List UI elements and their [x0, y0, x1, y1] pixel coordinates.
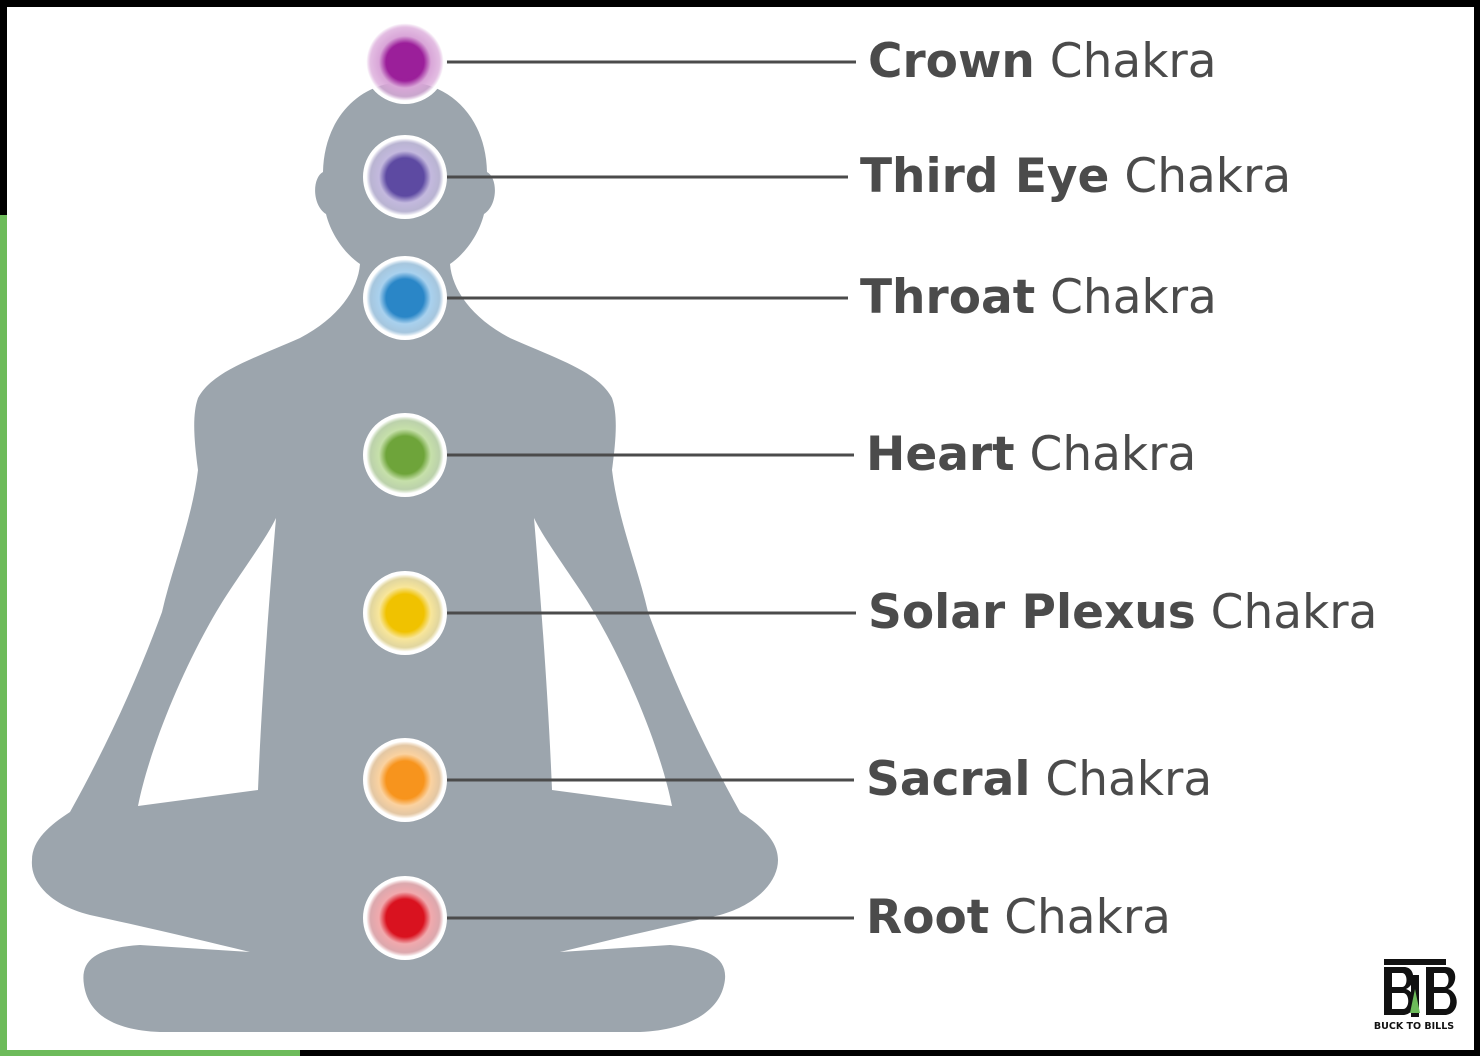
chakra-name: Throat [860, 270, 1036, 325]
chakra-core [388, 45, 422, 79]
green-edge-accent [0, 215, 7, 1056]
chakra-suffix: Chakra [1035, 270, 1217, 325]
right-arm-gap [534, 518, 672, 806]
chakra-name: Crown [868, 34, 1035, 89]
chakra-suffix: Chakra [989, 890, 1171, 945]
chakra-core [388, 901, 422, 935]
left-arm-gap [138, 518, 276, 806]
chakra-core [388, 596, 422, 630]
chakra-suffix: Chakra [1109, 149, 1292, 204]
chakra-core [388, 281, 422, 315]
chakra-name: Heart [866, 427, 1015, 482]
chakra-name: Root [866, 890, 990, 945]
logo-text: BUCK TO BILLS [1373, 1021, 1455, 1032]
chakra-label: Solar Plexus Chakra [868, 583, 1377, 643]
chakra-label: Throat Chakra [860, 268, 1217, 328]
chakra-label: Root Chakra [866, 888, 1171, 948]
chakra-suffix: Chakra [1030, 752, 1213, 807]
chakra-label: Sacral Chakra [866, 750, 1212, 810]
chakra-core [388, 160, 422, 194]
chakra-suffix: Chakra [1195, 585, 1378, 640]
chakra-label: Heart Chakra [866, 425, 1196, 485]
chakra-points [363, 20, 856, 960]
chakra-name: Sacral [866, 752, 1031, 807]
chakra-name: Third Eye [860, 149, 1110, 204]
chakra-label: Crown Chakra [868, 32, 1217, 92]
chakra-label: Third Eye Chakra [860, 147, 1291, 207]
green-bottom-accent [0, 1050, 300, 1056]
chakra-core [388, 438, 422, 472]
chakra-core [388, 763, 422, 797]
btb-logo-icon [1384, 959, 1457, 1017]
chakra-suffix: Chakra [1034, 34, 1217, 89]
chakra-name: Solar Plexus [868, 585, 1196, 640]
chakra-suffix: Chakra [1014, 427, 1197, 482]
